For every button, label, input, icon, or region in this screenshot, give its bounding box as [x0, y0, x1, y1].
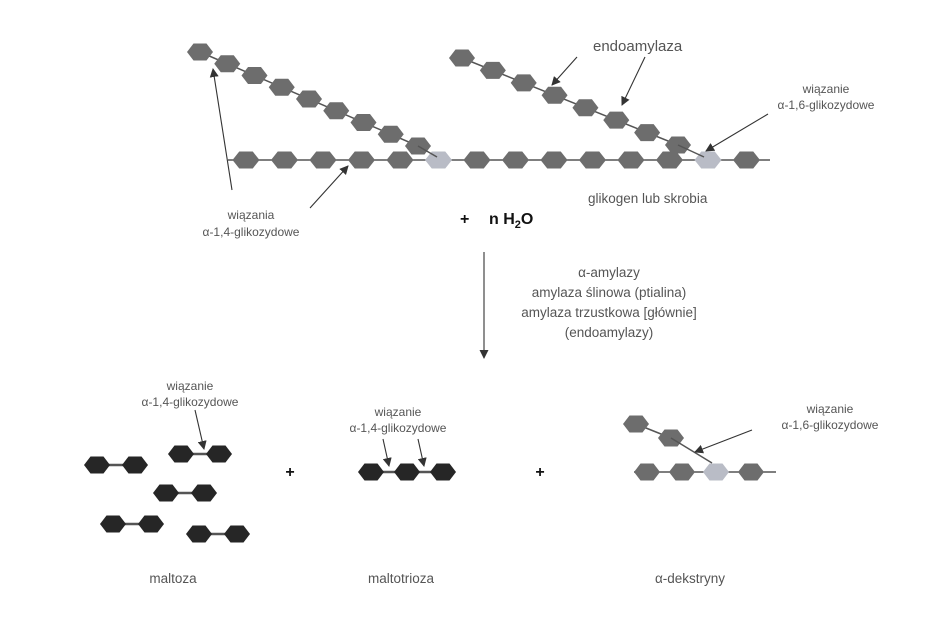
- left-branch-unit: [377, 125, 404, 143]
- enzyme-line-1: α-amylazy: [578, 265, 640, 280]
- label-maltotriose-bond-line2: α-1,4-glikozydowe: [350, 421, 447, 435]
- label-maltotriose-bond-line1: wiązanie: [374, 405, 422, 419]
- dextrin-unit: [669, 463, 695, 481]
- left-branch-unit: [323, 102, 350, 120]
- branch-point-unit: [425, 151, 452, 169]
- label-dextrin-bond-line2: α-1,6-glikozydowe: [782, 418, 879, 432]
- maltose-molecule-unit: [138, 515, 164, 533]
- plus-sign-2: +: [535, 464, 544, 481]
- glucose-unit: [579, 151, 606, 169]
- label-glycogen: glikogen lub skrobia: [588, 191, 708, 206]
- right-branch-unit: [541, 86, 568, 104]
- glucose-unit: [348, 151, 375, 169]
- right-branch-unit: [510, 74, 537, 92]
- glucose-chains: [84, 43, 776, 543]
- left-branch-unit: [214, 55, 241, 73]
- maltose-molecule-unit: [153, 484, 179, 502]
- arrow-dextrin-bond: [694, 429, 753, 454]
- maltose-molecule-unit: [122, 456, 148, 474]
- maltose-molecule-unit: [224, 525, 250, 543]
- left-branch-unit: [268, 78, 295, 96]
- maltose-molecule-unit: [168, 445, 194, 463]
- dextrin-branch-point: [703, 463, 729, 481]
- label-bonds14-line1: wiązania: [227, 208, 275, 222]
- right-branch-unit: [449, 49, 475, 67]
- left-branch-unit: [296, 90, 322, 108]
- right-branch-unit: [603, 111, 630, 129]
- label-maltose-bond-line1: wiązanie: [166, 379, 214, 393]
- arrow-maltose-bond: [194, 409, 207, 450]
- arrow-bond16-top: [705, 113, 769, 152]
- arrow-bonds14-left: [209, 68, 233, 191]
- glucose-unit: [502, 151, 529, 169]
- enzyme-line-4: (endoamylazy): [565, 325, 654, 340]
- maltose-molecule-unit: [100, 515, 126, 533]
- product-maltose-label: maltoza: [149, 571, 197, 586]
- label-dextrin-bond-line1: wiązanie: [806, 402, 854, 416]
- dextrin-unit: [634, 463, 660, 481]
- glucose-unit: [463, 151, 491, 169]
- glucose-unit: [232, 151, 260, 169]
- arrow-endoamylaza-1: [551, 56, 578, 86]
- maltose-molecule-unit: [206, 445, 232, 463]
- glucose-unit: [540, 151, 568, 169]
- right-branch-unit: [634, 124, 661, 142]
- glucose-unit: [733, 151, 760, 169]
- maltose-molecule-unit: [84, 456, 110, 474]
- product-dextrins-label: α-dekstryny: [655, 571, 725, 586]
- enzyme-line-2: amylaza ślinowa (ptialina): [532, 285, 687, 300]
- maltotriose-molecule-unit: [394, 463, 420, 481]
- right-branch-unit: [572, 99, 599, 117]
- enzyme-line-3: amylaza trzustkowa [głównie]: [521, 305, 697, 320]
- maltotriose-molecule-unit: [430, 463, 456, 481]
- left-branch-unit: [350, 114, 377, 131]
- water-subscript: 2: [515, 219, 521, 231]
- arrow-maltotriose-bond-2: [417, 438, 427, 467]
- maltose-molecule-unit: [186, 525, 212, 543]
- left-branch-junction: [417, 145, 438, 158]
- arrow-endoamylaza-2: [621, 56, 646, 106]
- plus-water: +: [460, 211, 469, 228]
- dextrin-branch-unit: [623, 415, 649, 433]
- dextrin-branch-junction: [670, 437, 713, 464]
- left-branch-unit: [187, 43, 213, 61]
- maltotriose-molecule-unit: [358, 463, 384, 481]
- plus-sign-1: +: [285, 464, 294, 481]
- labels: endoamylaza wiązanie α-1,6-glikozydowe g…: [142, 38, 879, 586]
- water-o: O: [521, 211, 533, 228]
- left-branch-unit: [241, 67, 268, 84]
- annotation-arrows: [194, 56, 769, 467]
- water-n: n H: [489, 211, 515, 228]
- label-maltose-bond-line2: α-1,4-glikozydowe: [142, 395, 239, 409]
- arrow-bonds14-right: [309, 165, 349, 209]
- arrow-maltotriose-bond-1: [382, 438, 392, 467]
- dextrin-unit: [738, 463, 764, 481]
- right-branch-unit: [479, 61, 506, 79]
- product-maltotriose-label: maltotrioza: [368, 571, 435, 586]
- glucose-unit: [309, 151, 337, 169]
- label-bond16-top-line1: wiązanie: [802, 82, 850, 96]
- glucose-unit: [656, 151, 683, 169]
- maltose-molecule-unit: [191, 484, 217, 502]
- label-bonds14-line2: α-1,4-glikozydowe: [203, 225, 300, 239]
- glucose-unit: [617, 151, 645, 169]
- right-branch-junction: [677, 144, 705, 158]
- water-formula: n H2O: [489, 211, 533, 231]
- glucose-unit: [386, 151, 414, 169]
- label-endoamylaza: endoamylaza: [593, 38, 683, 55]
- label-bond16-top-line2: α-1,6-glikozydowe: [778, 98, 875, 112]
- glucose-unit: [271, 151, 298, 169]
